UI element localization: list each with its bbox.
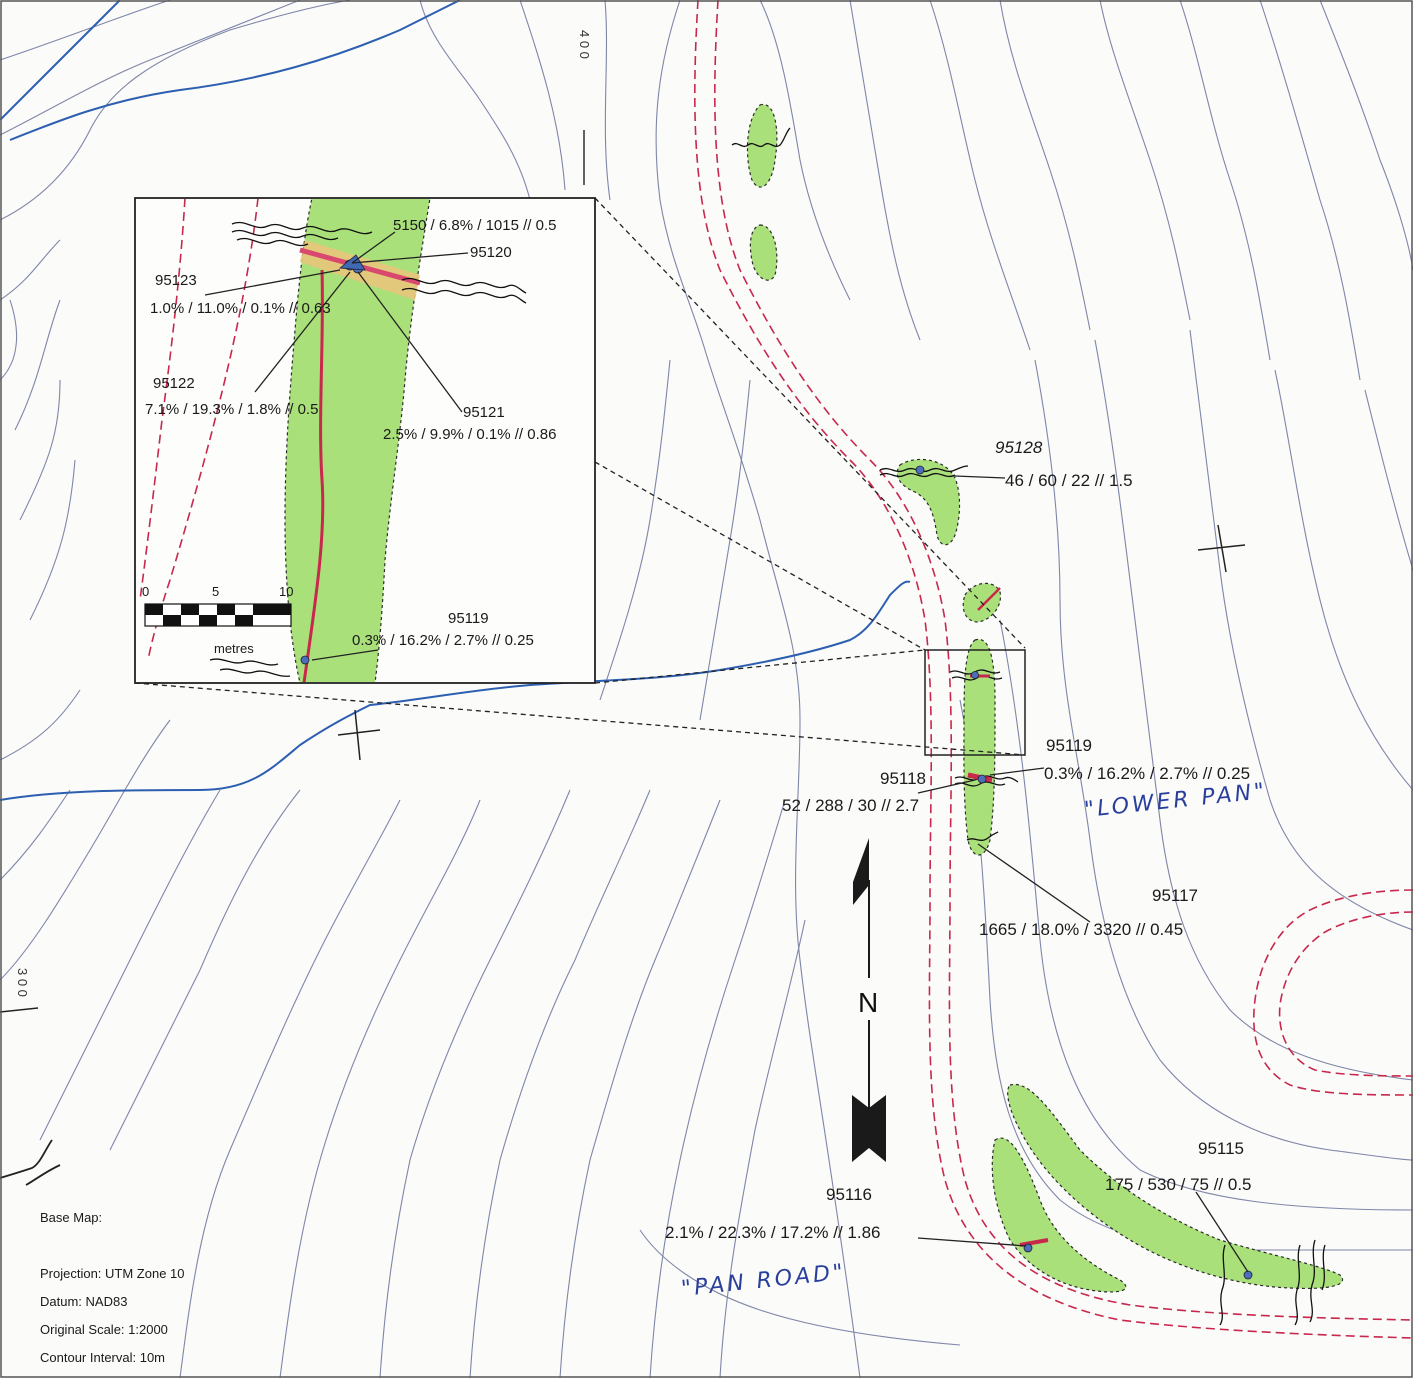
wetland-polygons <box>746 103 1343 1293</box>
svg-text:1665 / 18.0% / 3320 // 0.45: 1665 / 18.0% / 3320 // 0.45 <box>979 920 1183 939</box>
inset-95119-values: 0.3% / 16.2% / 2.7% // 0.25 <box>352 632 534 649</box>
inset-95122-values: 7.1% / 19.3% / 1.8% // 0.5 <box>145 401 318 418</box>
grid-label-top: 4 0 0 <box>577 30 592 185</box>
svg-text:95115: 95115 <box>1198 1139 1244 1158</box>
svg-text:95116: 95116 <box>826 1185 872 1204</box>
svg-text:95117: 95117 <box>1152 886 1198 905</box>
legend-datum: Datum: NAD83 <box>40 1294 127 1309</box>
grid-crosses <box>337 524 1246 761</box>
inset-scale-bar: 0 5 10 metres <box>142 584 293 656</box>
svg-text:95119: 95119 <box>1046 736 1092 755</box>
svg-text:46 / 60 / 22 // 1.5: 46 / 60 / 22 // 1.5 <box>1005 471 1133 490</box>
svg-text:3 0 0: 3 0 0 <box>15 968 30 997</box>
svg-text:5: 5 <box>212 584 219 599</box>
sample-95117-label: 95117 1665 / 18.0% / 3320 // 0.45 <box>979 886 1198 939</box>
inset-95123-values: 1.0% / 11.0% / 0.1% // 0.63 <box>150 300 331 317</box>
sample-95119-label: 95119 0.3% / 16.2% / 2.7% // 0.25 <box>1044 736 1250 783</box>
svg-text:4 0 0: 4 0 0 <box>577 30 592 59</box>
north-arrow: N <box>852 838 886 1162</box>
inset-95119-id: 95119 <box>448 610 489 627</box>
legend-contour: Contour Interval: 10m <box>40 1350 165 1365</box>
wetland-95128 <box>896 458 961 546</box>
inset-95123-id: 95123 <box>155 272 197 289</box>
grid-label-left: 3 0 0 <box>0 968 39 1013</box>
svg-text:95128: 95128 <box>995 438 1043 457</box>
roads <box>694 0 1413 1339</box>
leader-lines <box>917 475 1249 1273</box>
legend-scale: Original Scale: 1:2000 <box>40 1322 168 1337</box>
handwritten-mark <box>0 1139 61 1186</box>
svg-text:0.3% / 16.2% / 2.7% // 0.25: 0.3% / 16.2% / 2.7% // 0.25 <box>1044 764 1250 783</box>
svg-text:0: 0 <box>142 584 149 599</box>
inset-map: 0 5 10 metres 5150 / 6.8% / 1015 // 0.5 … <box>134 197 596 684</box>
sample-points <box>915 465 1253 1280</box>
sample-95128-label: 95128 46 / 60 / 22 // 1.5 <box>995 438 1133 490</box>
svg-text:metres: metres <box>214 641 254 656</box>
lower-pan-label: "LOWER PAN" <box>1083 779 1268 823</box>
svg-text:10: 10 <box>279 584 293 599</box>
legend: Base Map: Projection: UTM Zone 10 Datum:… <box>40 1210 185 1365</box>
inset-95120-values: 5150 / 6.8% / 1015 // 0.5 <box>393 217 556 234</box>
wetland-south-2 <box>991 1137 1127 1293</box>
wetland-south-1 <box>1007 1083 1343 1290</box>
svg-text:175 / 530 / 75 // 0.5: 175 / 530 / 75 // 0.5 <box>1105 1175 1252 1194</box>
wetland-lower-pan <box>963 638 996 856</box>
sample-95116-label: 95116 2.1% / 22.3% / 17.2% // 1.86 <box>665 1185 880 1242</box>
inset-95121-id: 95121 <box>463 404 505 421</box>
inset-95122-id: 95122 <box>153 375 195 392</box>
north-label: N <box>858 987 878 1018</box>
svg-text:95118: 95118 <box>880 769 926 788</box>
transect-lines <box>731 127 1326 1326</box>
sample-95118-label: 95118 52 / 288 / 30 // 2.7 <box>782 769 926 815</box>
svg-text:2.1% / 22.3% / 17.2% // 1.86: 2.1% / 22.3% / 17.2% // 1.86 <box>665 1223 880 1242</box>
pan-road-label: "PAN ROAD" <box>680 1260 847 1302</box>
svg-text:52 / 288 / 30 // 2.7: 52 / 288 / 30 // 2.7 <box>782 796 919 815</box>
sample-95115-label: 95115 175 / 530 / 75 // 0.5 <box>1105 1139 1252 1194</box>
legend-projection: Projection: UTM Zone 10 <box>40 1266 185 1281</box>
inset-connector-lines <box>134 197 1026 756</box>
inset-95120-id: 95120 <box>470 244 512 261</box>
wetland-north-2 <box>749 224 778 281</box>
legend-title: Base Map: <box>40 1210 102 1225</box>
inset-95121-values: 2.5% / 9.9% / 0.1% // 0.86 <box>383 426 556 443</box>
detail-box <box>924 649 1026 756</box>
